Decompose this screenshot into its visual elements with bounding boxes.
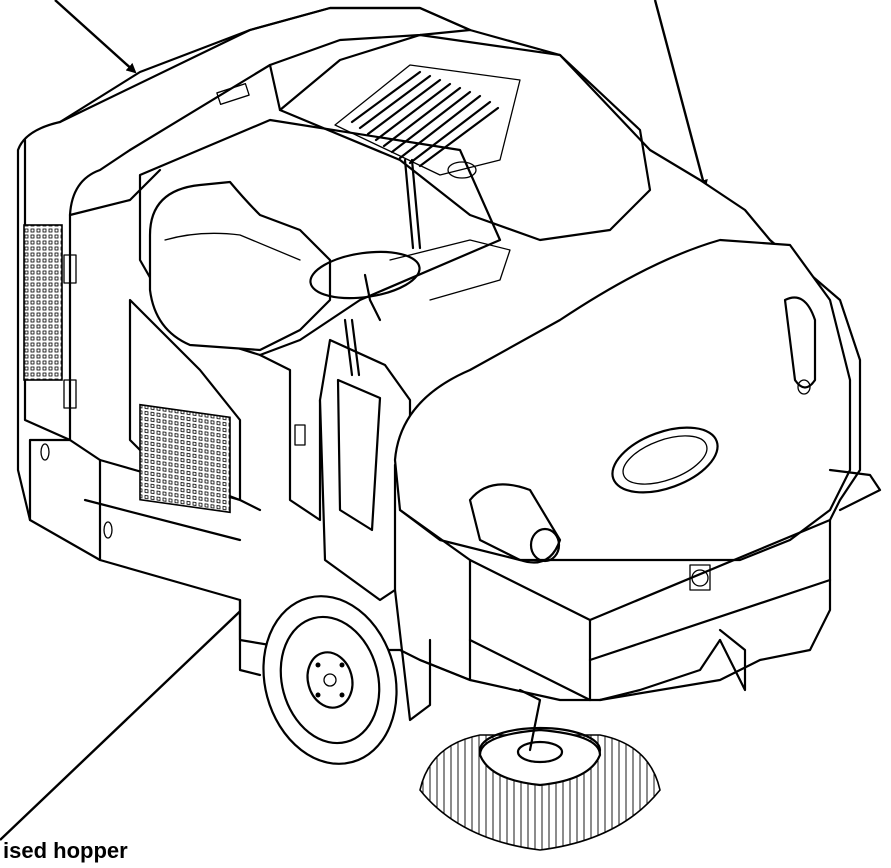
callout-label-raised-hopper: ised hopper xyxy=(3,838,128,863)
operator-seat xyxy=(148,180,332,352)
rear-grille xyxy=(139,403,231,514)
callout-arrow-left xyxy=(54,0,137,74)
hopper-arm xyxy=(318,338,412,602)
raised-hopper xyxy=(393,238,852,562)
side-grille xyxy=(23,224,63,381)
side-broom xyxy=(419,688,661,851)
engine-louvers xyxy=(334,64,521,179)
front-wheel xyxy=(262,595,398,765)
steering-wheel xyxy=(309,250,421,300)
callout-arrow-right xyxy=(653,0,708,190)
